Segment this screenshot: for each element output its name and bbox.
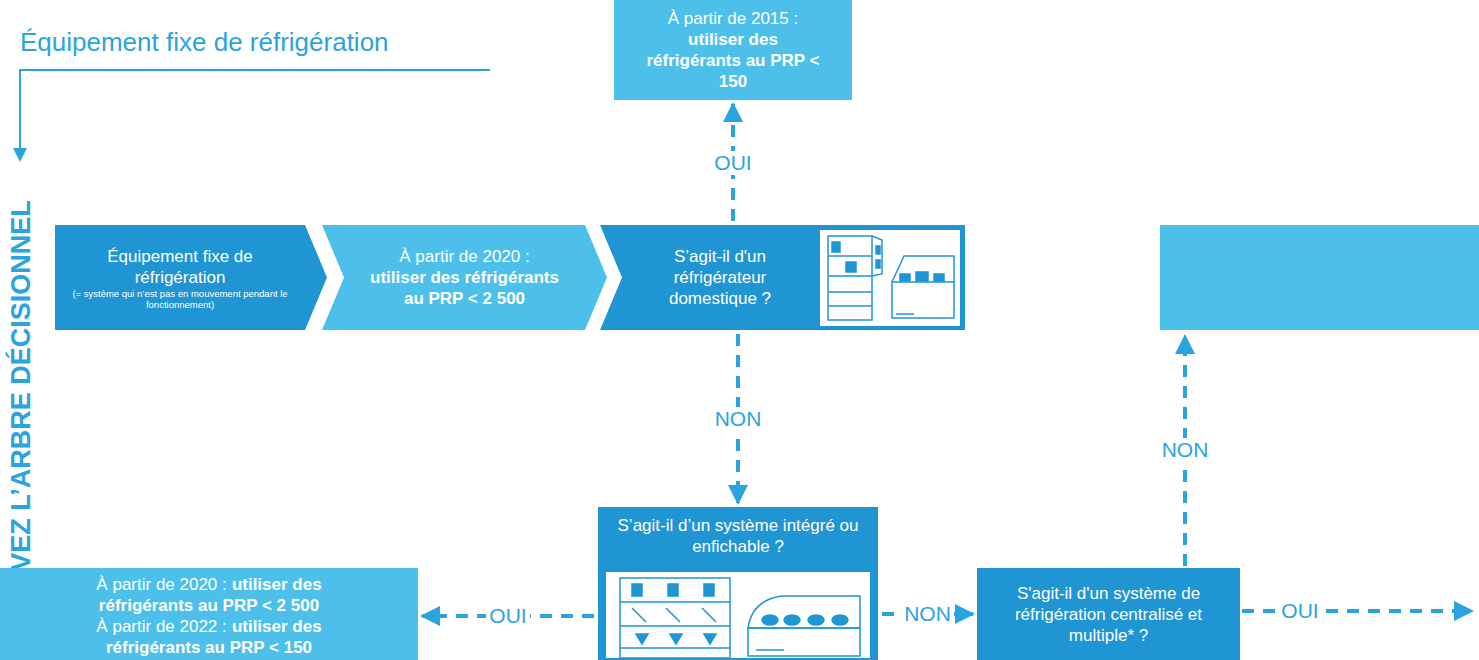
- box-label: utiliser des réfrigérants au PRP < 2 500: [358, 267, 571, 309]
- box-text: À partir de 2020 :utiliser des réfrigéra…: [358, 246, 571, 309]
- box-label: À partir de 2020 :: [358, 246, 571, 267]
- edge-label: OUI: [486, 604, 529, 628]
- box-text: S’agit-il d'un réfrigérateur domestique …: [630, 246, 810, 309]
- deli-counter-drawing: [748, 596, 860, 656]
- fridge-illustration: [820, 230, 960, 326]
- diagram-title: Équipement fixe de réfrigération: [20, 27, 389, 58]
- box-label: À partir de 2015 :: [644, 8, 822, 29]
- image-panel: [820, 230, 960, 326]
- box-label: À partir de 2020 :: [96, 575, 226, 594]
- outcome-box: [1160, 225, 1479, 330]
- text-line: À partir de 2022 :utiliser des réfrigéra…: [70, 616, 348, 658]
- box-fill: [55, 225, 327, 330]
- box-text: Équipement fixe de réfrigération(= systè…: [69, 246, 291, 310]
- question-box: S’agit-il d'un réfrigérateur domestique …: [600, 225, 965, 330]
- image-panel: [606, 572, 870, 658]
- shelving-drawing: [620, 578, 730, 658]
- edge-label: OUI: [711, 151, 754, 175]
- display-cases-illustration: [606, 572, 870, 658]
- question-box: S’agit-il d’un système intégré ou enfich…: [598, 507, 878, 660]
- box-fill: [600, 225, 965, 330]
- branch-label: NON: [1159, 438, 1212, 462]
- question-box: Équipement fixe de réfrigération(= systè…: [55, 225, 327, 330]
- box-fill: [322, 225, 607, 330]
- rule-box: À partir de 2020 :utiliser des réfrigéra…: [0, 568, 418, 660]
- edge-label: NON: [712, 407, 765, 431]
- box-text: À partir de 2020 :utiliser des réfrigéra…: [70, 574, 348, 658]
- question-box: S'agit-il d'un système de réfrigération …: [977, 568, 1240, 660]
- fridge-drawing: [828, 236, 882, 320]
- box-fill: [614, 0, 852, 100]
- heading-rule: [20, 70, 490, 150]
- box-text: À partir de 2015 :utiliser des réfrigéra…: [644, 8, 822, 92]
- box-label: S’agit-il d'un réfrigérateur domestique …: [630, 246, 810, 309]
- box-text: S'agit-il d'un système de réfrigération …: [995, 583, 1222, 646]
- chest-freezer-drawing: [892, 256, 954, 318]
- branch-label: OUI: [1278, 599, 1321, 623]
- dashed-arrow: [1242, 609, 1472, 613]
- box-fill: [977, 568, 1240, 660]
- rule-box: À partir de 2015 :utiliser des réfrigéra…: [614, 0, 852, 100]
- box-label: utiliser des réfrigérants au PRP < 150: [644, 29, 822, 92]
- heading-arrowhead: [13, 148, 27, 162]
- box-label: S’agit-il d’un système intégré ou enfich…: [614, 515, 862, 557]
- box-label: Équipement fixe de réfrigération: [69, 246, 291, 288]
- box-fill: [0, 568, 418, 660]
- box-text: S’agit-il d’un système intégré ou enfich…: [614, 515, 862, 557]
- text-line: À partir de 2020 :utiliser des réfrigéra…: [70, 574, 348, 616]
- box-label: (= système qui n’est pas en mouvement pe…: [69, 288, 291, 310]
- box-label: À partir de 2022 :: [96, 617, 226, 636]
- vertical-heading: SUIVEZ L’ARBRE DÉCISIONNEL: [6, 200, 37, 616]
- box-label: S'agit-il d'un système de réfrigération …: [995, 583, 1222, 646]
- rule-box: À partir de 2020 :utiliser des réfrigéra…: [322, 225, 607, 330]
- edge-label: NON: [901, 602, 954, 626]
- box-fill: [598, 507, 878, 660]
